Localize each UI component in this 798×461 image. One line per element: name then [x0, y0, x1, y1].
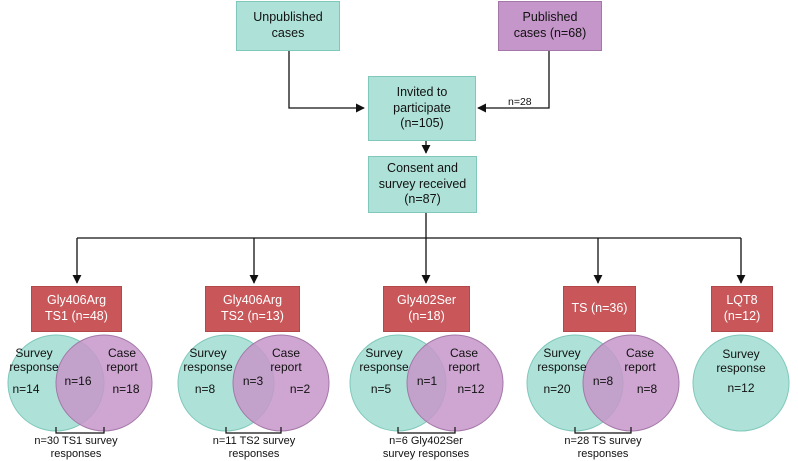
group-3-survey-line-2: response: [359, 360, 409, 375]
group-3-footer-line-1: n=6 Gly402Ser: [389, 435, 463, 447]
group-1-title-line-2: TS1 (n=48): [45, 309, 108, 323]
published-line-2: cases (n=68): [513, 26, 587, 40]
group-1-footer-line-2: responses: [50, 448, 102, 461]
group-3-survey-line-1: Survey: [365, 346, 403, 360]
group-2-footer-line-1: n=11 TS2 survey: [212, 435, 296, 447]
group-2-case-line-2: report: [270, 360, 302, 375]
group-3-footer: n=6 Gly402Ser survey responses: [354, 435, 498, 461]
bracket-1: [55, 427, 105, 434]
group-5-survey-line-1: Survey: [722, 347, 760, 361]
group-3-case-line-2: report: [448, 360, 480, 375]
invited-line-2: participate: [393, 100, 451, 115]
group-2-title-line-1: Gly406Arg: [222, 293, 283, 308]
group-4-survey-line-2: response: [537, 360, 587, 375]
group-4-overlap-n: n=8: [592, 374, 614, 388]
consent-line-2: survey received: [378, 176, 467, 191]
group-5-survey-line-2: response: [716, 361, 766, 376]
group-1-overlap-n: n=16: [64, 374, 92, 388]
published-cases-box: Published cases (n=68): [498, 1, 602, 51]
arrow-unpublished-to-invited: [288, 51, 365, 113]
arrow-published-to-invited: [477, 51, 550, 113]
group-4-footer: n=28 TS survey responses: [531, 435, 675, 461]
group-4-survey-label: Survey response: [533, 346, 591, 375]
group-4-case-n: n=8: [636, 382, 658, 396]
group-3-case-n: n=12: [457, 382, 485, 396]
group-3-case-label: Case report: [440, 346, 488, 375]
group-5-survey-label: Survey response: [711, 347, 771, 376]
group-1-title-line-1: Gly406Arg: [46, 293, 107, 308]
group-5-title-box: LQT8 (n=12): [711, 286, 773, 332]
group-2-case-label: Case report: [262, 346, 310, 375]
published-line-1: Published: [522, 10, 578, 25]
bracket-3: [397, 427, 456, 434]
group-2-survey-line-2: response: [183, 360, 233, 375]
consent-box: Consent and survey received (n=87): [368, 156, 477, 213]
consent-line-1: Consent and: [387, 161, 458, 176]
bracket-2: [225, 427, 282, 434]
group-3-case-line-1: Case: [449, 346, 478, 360]
invited-edge-label: n=28: [508, 96, 532, 108]
group-3-title-box: Gly402Ser (n=18): [383, 286, 470, 332]
consent-line-3: (n=87): [404, 192, 441, 207]
group-1-case-n: n=18: [112, 382, 140, 396]
group-5-title-line-1: LQT8: [726, 293, 758, 308]
group-3-footer-line-2: survey responses: [382, 448, 470, 461]
group-2-survey-n: n=8: [194, 382, 216, 396]
group-1-case-line-2: report: [106, 360, 138, 375]
group-2-footer: n=11 TS2 survey responses: [182, 435, 326, 461]
group-5-title-line-2: (n=12): [723, 309, 761, 323]
group-2-overlap-n: n=3: [242, 374, 264, 388]
group-2-survey-line-1: Survey: [189, 346, 227, 360]
group-4-survey-n: n=20: [543, 382, 571, 396]
group-4-title-box: TS (n=36): [563, 286, 636, 332]
bracket-4: [574, 427, 632, 434]
group-3-survey-label: Survey response: [355, 346, 413, 375]
group-1-survey-line-2: response: [9, 360, 59, 375]
group-2-title-line-2: TS2 (n=13): [221, 309, 284, 323]
group-1-case-label: Case report: [98, 346, 146, 375]
group-1-case-line-1: Case: [107, 346, 136, 360]
group-2-case-line-1: Case: [271, 346, 300, 360]
group-4-case-line-1: Case: [625, 346, 654, 360]
group-4-footer-line-2: responses: [577, 448, 629, 461]
group-4-case-line-2: report: [624, 360, 656, 375]
invited-line-1: Invited to: [396, 85, 448, 100]
group-4-survey-line-1: Survey: [543, 346, 581, 360]
group-2-case-n: n=2: [289, 382, 311, 396]
group-1-footer: n=30 TS1 survey responses: [6, 435, 146, 461]
group-1-title-box: Gly406Arg TS1 (n=48): [31, 286, 122, 332]
unpublished-line-1: Unpublished: [253, 10, 323, 25]
group-3-title-line-1: Gly402Ser: [396, 293, 457, 308]
group-4-case-label: Case report: [616, 346, 664, 375]
invited-box: Invited to participate (n=105): [368, 76, 476, 141]
survey-circle-5: [692, 334, 790, 432]
group-4-footer-line-1: n=28 TS survey: [564, 435, 642, 447]
group-1-survey-n: n=14: [12, 382, 40, 396]
group-1-survey-label: Survey response: [5, 346, 63, 375]
group-2-footer-line-2: responses: [228, 448, 280, 461]
unpublished-cases-box: Unpublished cases: [236, 1, 340, 51]
group-1-footer-line-1: n=30 TS1 survey: [34, 435, 118, 447]
unpublished-line-2: cases: [271, 26, 305, 40]
group-3-title-line-2: (n=18): [408, 309, 445, 323]
group-1-survey-line-1: Survey: [15, 346, 53, 360]
invited-line-3: (n=105): [400, 116, 444, 131]
group-4-title-line-1: TS (n=36): [571, 301, 628, 316]
group-3-overlap-n: n=1: [416, 374, 438, 388]
group-2-survey-label: Survey response: [179, 346, 237, 375]
group-2-title-box: Gly406Arg TS2 (n=13): [205, 286, 300, 332]
group-5-survey-n: n=12: [727, 381, 755, 395]
group-3-survey-n: n=5: [370, 382, 392, 396]
